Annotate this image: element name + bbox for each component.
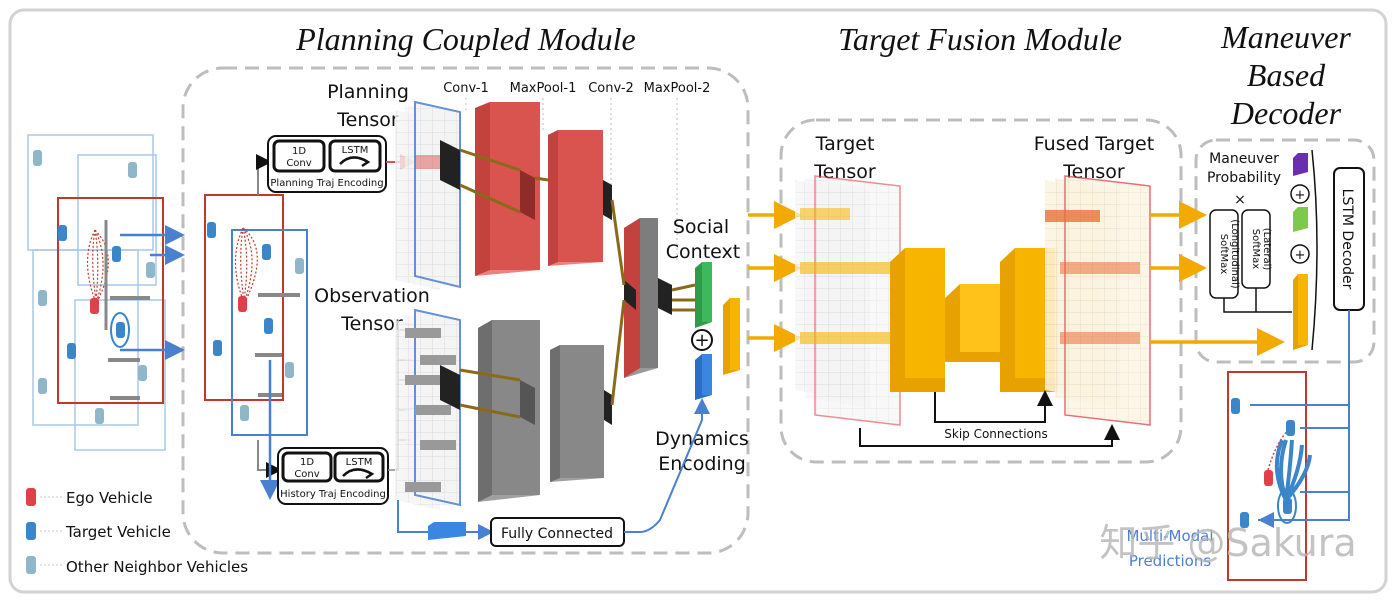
prediction-scene xyxy=(1227,371,1349,581)
plan-enc-caption: Planning Traj Encoding xyxy=(270,178,383,189)
softmax-lat-label2: (Lateral) xyxy=(1261,228,1272,271)
hist-conv-label1: 1D xyxy=(300,457,314,468)
fusion-module-border xyxy=(779,118,1183,464)
target-tensor xyxy=(795,175,901,426)
lstm-decoder-box: LSTM Decoder xyxy=(1333,167,1365,311)
plan-conv-label1: 1D xyxy=(292,146,306,157)
watermark-text: 知乎 @Sakura xyxy=(1099,521,1356,565)
lstm-decoder-label: LSTM Decoder xyxy=(1339,189,1355,290)
fused-target-tensor xyxy=(1045,175,1151,426)
multimodal-label1: Multi-Modal xyxy=(1126,527,1213,545)
history-embedding xyxy=(428,522,466,540)
observation-tensor-label1: Observation xyxy=(314,285,430,307)
observation-tensor xyxy=(395,308,461,510)
conv2-block xyxy=(610,199,696,406)
planning-conv-blocks xyxy=(459,102,612,276)
conv1-label: Conv-1 xyxy=(443,81,489,96)
observation-conv-blocks xyxy=(459,320,612,502)
connector-hist-encoder xyxy=(257,440,282,478)
target-tensor-label1: Target xyxy=(815,133,875,155)
legend-swatch-target xyxy=(26,522,36,540)
planning-tensor-label1: Planning xyxy=(327,81,409,103)
maneuver-prob-label2: Probability xyxy=(1207,170,1281,186)
skip-connection-inner xyxy=(934,390,1053,423)
title-fusion-module: Target Fusion Module xyxy=(838,21,1122,57)
fc-to-dynamics-arrow xyxy=(624,398,710,533)
fully-connected-label: Fully Connected xyxy=(501,526,613,542)
maxpool1-label: MaxPool-1 xyxy=(510,81,577,96)
legend-label-neighbor: Other Neighbor Vehicles xyxy=(66,558,248,576)
softmax-longitudinal-box: SoftMax (Longitudinal) xyxy=(1209,209,1240,299)
maneuver-prob-label1: Maneuver xyxy=(1209,151,1279,167)
planning-module-border xyxy=(181,66,750,555)
dynamics-label2: Encoding xyxy=(658,453,746,475)
history-traj-encoder: 1D Conv LSTM History Traj Encoding xyxy=(277,447,389,505)
times-glyph: × xyxy=(1234,192,1246,208)
observation-tensor-label2: Tensor xyxy=(340,313,403,335)
fused-vector xyxy=(723,298,740,375)
softmax-lateral-box: SoftMax (Lateral) xyxy=(1241,209,1272,289)
multimodal-label2: Predictions xyxy=(1129,552,1212,570)
softmax-lat-label1: SoftMax xyxy=(1250,229,1261,269)
dynamics-vector xyxy=(695,354,712,400)
decoder-module-border xyxy=(1194,138,1376,364)
social-context-label1: Social xyxy=(673,216,729,238)
fused-tensor-label1: Fused Target xyxy=(1034,133,1154,155)
skip-connection-outer xyxy=(859,424,1120,447)
hist-enc-caption: History Traj Encoding xyxy=(280,489,386,500)
social-context-label2: Context xyxy=(666,241,740,263)
title-decoder-line3: Decoder xyxy=(1230,95,1342,131)
fusion-conv-stack xyxy=(890,248,1058,392)
decoder-brace xyxy=(1311,149,1318,351)
plan-conv-label2: Conv xyxy=(286,158,311,169)
legend: Ego Vehicle Target Vehicle Other Neighbo… xyxy=(26,488,248,576)
softmax-long-label1: SoftMax xyxy=(1218,234,1229,274)
legend-label-target: Target Vehicle xyxy=(65,523,171,541)
skip-connections-label: Skip Connections xyxy=(944,427,1047,441)
maneuver-vector-green xyxy=(1293,207,1308,232)
plus-glyph-1: + xyxy=(1295,188,1306,203)
legend-swatch-ego xyxy=(26,488,36,506)
decoder-input-vector xyxy=(1293,274,1308,350)
title-planning-module: Planning Coupled Module xyxy=(295,21,636,57)
planning-traj-encoder: 1D Conv LSTM Planning Traj Encoding xyxy=(267,135,387,193)
plus-glyph-2: + xyxy=(1295,248,1306,263)
legend-label-ego: Ego Vehicle xyxy=(66,489,153,507)
dynamics-label1: Dynamics xyxy=(655,428,749,450)
softmax-feed-lines xyxy=(1223,288,1292,313)
plus-icon-1 xyxy=(1290,184,1310,204)
maxpool2-label: MaxPool-2 xyxy=(644,81,711,96)
concat-plus-icon xyxy=(691,329,713,351)
traffic-scene xyxy=(27,134,166,451)
social-context-vector xyxy=(695,262,712,328)
plan-lstm-label: LSTM xyxy=(342,145,369,156)
planning-tensor-label2: Tensor xyxy=(336,109,399,131)
title-decoder-line2: Based xyxy=(1247,57,1326,93)
legend-swatch-neighbor xyxy=(26,556,36,574)
plus-glyph: + xyxy=(694,330,709,351)
maneuver-vector-purple xyxy=(1293,153,1308,176)
hist-to-fc-line xyxy=(397,500,428,533)
hist-lstm-label: LSTM xyxy=(346,457,373,468)
conv2-label: Conv-2 xyxy=(588,81,634,96)
plus-icon-2 xyxy=(1290,244,1310,264)
connector-plan-encoder xyxy=(256,154,272,195)
planning-tensor xyxy=(395,100,461,290)
hist-conv-label2: Conv xyxy=(294,469,319,480)
softmax-long-label2: (Longitudinal) xyxy=(1229,219,1240,289)
title-decoder-line1: Maneuver xyxy=(1220,19,1351,55)
